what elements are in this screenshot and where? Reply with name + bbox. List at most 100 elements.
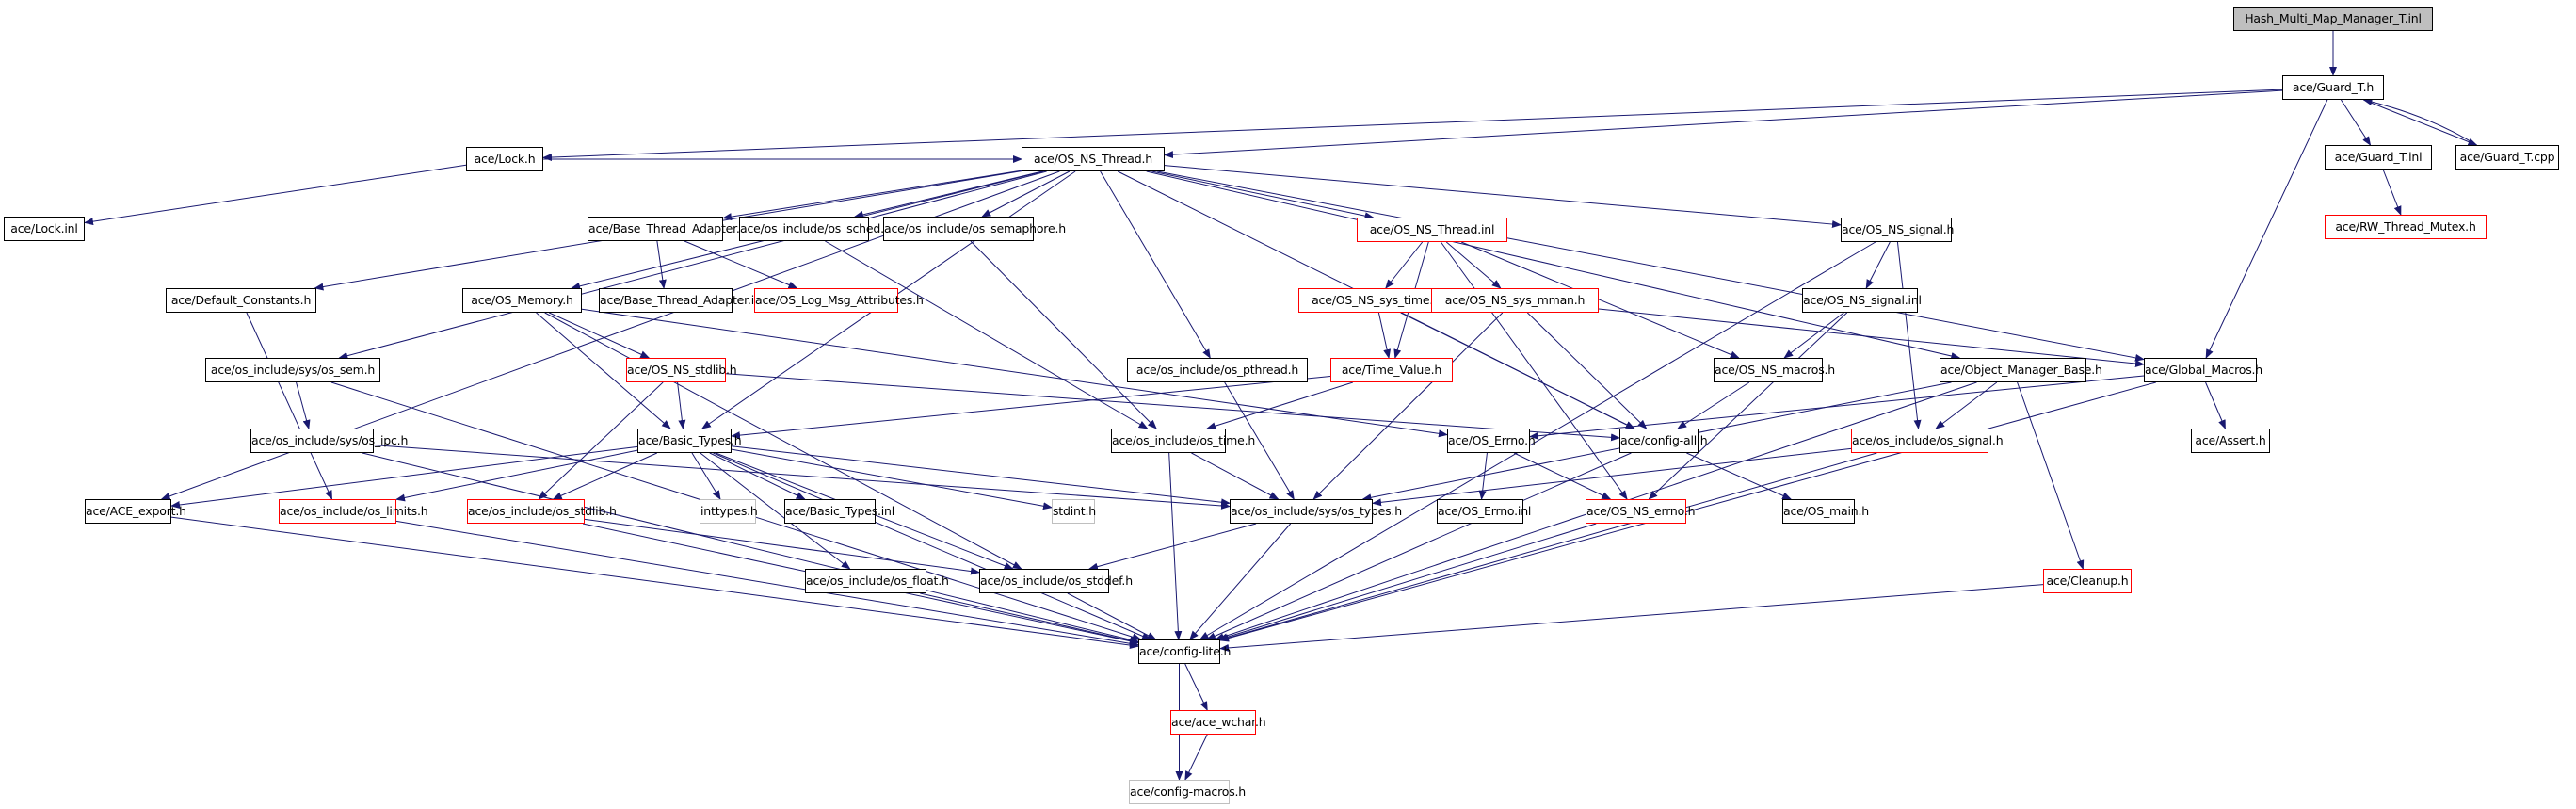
graph-node-config-all-h[interactable]: ace/config-all.h	[1619, 429, 1708, 453]
graph-node-config-macros-h: ace/config-macros.h	[1129, 780, 1246, 804]
edge-guard_h-to-lock_h	[542, 89, 2283, 162]
graph-node-os-ns-thread-inl[interactable]: ace/OS_NS_Thread.inl	[1357, 218, 1507, 242]
edge-ace_export-to-config_lite	[170, 516, 1139, 649]
edge-os_errno_h-to-os_ns_errno	[1513, 452, 1612, 500]
edge-basic_types_h-to-ace_export	[170, 445, 638, 509]
graph-node-cleanup-h[interactable]: ace/Cleanup.h	[2043, 569, 2132, 593]
edge-os_ns_signal_h-to-config_lite	[1199, 241, 1876, 640]
graph-node-guard-t-h[interactable]: ace/Guard_T.h	[2282, 75, 2384, 100]
edge-os_errno_h-to-os_errno_inl	[1478, 452, 1488, 500]
edge-os_ns_signal_inl-to-os_ns_macros	[1783, 312, 1844, 359]
edge-ace_wchar-to-config_macros	[1184, 734, 1208, 781]
graph-node-config-lite-h[interactable]: ace/config-lite.h	[1138, 639, 1231, 664]
graph-node-guard-t-cpp[interactable]: ace/Guard_T.cpp	[2455, 145, 2559, 170]
edge-os_sched-to-os_time	[825, 240, 1149, 429]
graph-node-os-stddef-h[interactable]: ace/os_include/os_stddef.h	[979, 569, 1133, 593]
graph-node-os-ns-signal-inl[interactable]: ace/OS_NS_signal.inl	[1802, 288, 1922, 313]
edge-os_ns_stdlib-to-basic_types_h	[677, 381, 686, 429]
edge-os_sem-to-os_ipc	[296, 381, 311, 429]
graph-node-os-ns-macros-h[interactable]: ace/OS_NS_macros.h	[1714, 358, 1835, 382]
edge-basic_types_h-to-inttypes	[691, 452, 721, 500]
edge-os_semaphore-to-os_time	[970, 240, 1157, 429]
edge-guard_h-to-global_macros	[2205, 99, 2328, 359]
edge-guard_inl-to-rw_mutex	[2382, 169, 2402, 216]
graph-node-assert-h[interactable]: ace/Assert.h	[2191, 429, 2270, 453]
edge-guard_h-to-guard_inl	[2341, 99, 2372, 146]
graph-node-os-signal-h[interactable]: ace/os_include/os_signal.h	[1851, 429, 2004, 453]
graph-node-ace-export-h[interactable]: ace/ACE_export.h	[85, 499, 186, 524]
graph-node-base-thread-adapter-h[interactable]: ace/Base_Thread_Adapter.h	[588, 217, 748, 241]
graph-node-os-float-h[interactable]: ace/os_include/os_float.h	[805, 569, 949, 593]
edge-os_ns_macros-to-config_all	[1677, 381, 1750, 429]
edge-os_memory-to-os_stddef	[544, 312, 1022, 570]
edge-time_value-to-basic_types_h	[731, 375, 1331, 440]
edge-os_ns_sys_time-to-time_value	[1377, 312, 1392, 359]
edge-guard_cpp-to-guard_h	[2362, 98, 2477, 146]
edge-os_types-to-os_stddef	[1087, 523, 1257, 571]
graph-node-os-semaphore-h[interactable]: ace/os_include/os_semaphore.h	[883, 217, 1066, 241]
edge-os_types-to-config_lite	[1189, 523, 1292, 640]
graph-node-ace-wchar-h[interactable]: ace/ace_wchar.h	[1170, 710, 1266, 735]
graph-node-stdint-h: stdint.h	[1052, 499, 1096, 524]
edge-os_ns_thread_h-to-omb	[1146, 170, 1961, 360]
edge-basic_types_h-to-os_types	[731, 445, 1231, 507]
graph-node-global-macros-h[interactable]: ace/Global_Macros.h	[2144, 358, 2262, 382]
edge-os_ns_stdlib-to-os_stdlib	[538, 381, 664, 500]
graph-node-os-pthread-h[interactable]: ace/os_include/os_pthread.h	[1127, 358, 1308, 382]
edge-os_ns_signal_inl-to-os_ns_errno	[1648, 312, 1848, 500]
graph-node-os-ipc-h[interactable]: ace/os_include/sys/os_ipc.h	[250, 429, 408, 453]
graph-node-default-constants-h[interactable]: ace/Default_Constants.h	[166, 288, 316, 313]
edge-omb-to-os_signal	[1935, 381, 1998, 429]
graph-node-os-ns-stdlib-h[interactable]: ace/OS_NS_stdlib.h	[626, 358, 737, 382]
edge-os_ns_sys_mman-to-os_types	[1312, 312, 1504, 500]
edge-os_stdlib-to-os_stddef	[584, 518, 980, 575]
edge-os_ns_thread_inl-to-os_ns_errno	[1441, 241, 1628, 500]
edge-os_ns_signal_h-to-os_ns_signal_inl	[1865, 241, 1891, 289]
graph-node-os-memory-h[interactable]: ace/OS_Memory.h	[462, 288, 582, 313]
edge-omb-to-cleanup	[2017, 381, 2085, 570]
graph-node-os-types-h[interactable]: ace/os_include/sys/os_types.h	[1230, 499, 1402, 524]
edge-os_pthread-to-os_types	[1224, 381, 1295, 500]
graph-node-lock-inl[interactable]: ace/Lock.inl	[4, 217, 85, 241]
edge-os_memory-to-os_ns_stdlib	[549, 312, 651, 359]
edge-basic_types_h-to-os_limits	[395, 449, 638, 502]
graph-node-os-ns-errno-h[interactable]: ace/OS_NS_errno.h	[1586, 499, 1696, 524]
edge-global_macros-to-config_lite	[1219, 381, 2156, 642]
edge-os_ns_thread_inl-to-os_ns_sys_time	[1385, 241, 1424, 289]
graph-node-guard-t-inl[interactable]: ace/Guard_T.inl	[2325, 145, 2432, 170]
edge-os_time-to-os_types	[1191, 452, 1280, 500]
graph-node-os-ns-signal-h[interactable]: ace/OS_NS_signal.h	[1841, 218, 1954, 242]
graph-node-os-errno-inl[interactable]: ace/OS_Errno.inl	[1437, 499, 1531, 524]
graph-node-rw-thread-mutex-h[interactable]: ace/RW_Thread_Mutex.h	[2325, 215, 2487, 239]
graph-node-os-ns-thread-h[interactable]: ace/OS_NS_Thread.h	[1022, 147, 1165, 171]
graph-node-os-limits-h[interactable]: ace/os_include/os_limits.h	[279, 499, 428, 524]
edge-os_ns_thread_h-to-global_macros	[1157, 170, 2145, 362]
edge-os_ipc-to-config_lite	[362, 452, 1139, 644]
edge-os_ipc-to-os_types	[373, 445, 1231, 510]
graph-node-time-value-h[interactable]: ace/Time_Value.h	[1330, 358, 1453, 382]
edge-os_signal-to-os_types	[1372, 447, 1852, 507]
graph-node-basic-types-h[interactable]: ace/Basic_Types.h	[637, 429, 742, 453]
graph-node-os-stdlib-h[interactable]: ace/os_include/os_stdlib.h	[467, 499, 617, 524]
graph-node-os-errno-h[interactable]: ace/OS_Errno.h	[1447, 429, 1536, 453]
edge-os_ns_errno-to-config_lite	[1217, 523, 1597, 641]
edge-cleanup-to-config_lite	[1219, 584, 2044, 652]
graph-node-os-main-h[interactable]: ace/OS_main.h	[1782, 499, 1869, 524]
graph-node-os-sem-h[interactable]: ace/os_include/sys/os_sem.h	[205, 358, 380, 382]
edge-default_constants-to-os_limits	[246, 312, 333, 500]
graph-node-basic-types-inl[interactable]: ace/Basic_Types.inl	[784, 499, 894, 524]
graph-node-object-manager-base-h[interactable]: ace/Object_Manager_Base.h	[1940, 358, 2102, 382]
edge-guard_h-to-guard_cpp	[2363, 99, 2478, 146]
edge-time_value-to-os_time	[1206, 381, 1354, 430]
graph-node-base-thread-adapter-inl[interactable]: ace/Base_Thread_Adapter.inl	[599, 288, 765, 313]
graph-node-os-ns-sys-mman-h[interactable]: ace/OS_NS_sys_mman.h	[1431, 288, 1599, 313]
edge-guard_h-to-os_ns_thread_h	[1164, 89, 2283, 159]
graph-node-lock-h[interactable]: ace/Lock.h	[466, 147, 543, 171]
graph-node-os-time-h[interactable]: ace/os_include/os_time.h	[1111, 429, 1255, 453]
graph-node-os-log-msg-attributes-h[interactable]: ace/OS_Log_Msg_Attributes.h	[754, 288, 924, 313]
edge-basic_types_h-to-basic_types_inl	[709, 452, 806, 500]
edge-basic_types_h-to-os_stdlib	[552, 452, 657, 500]
graph-node-os-sched-h[interactable]: ace/os_include/os_sched.h	[739, 217, 892, 241]
